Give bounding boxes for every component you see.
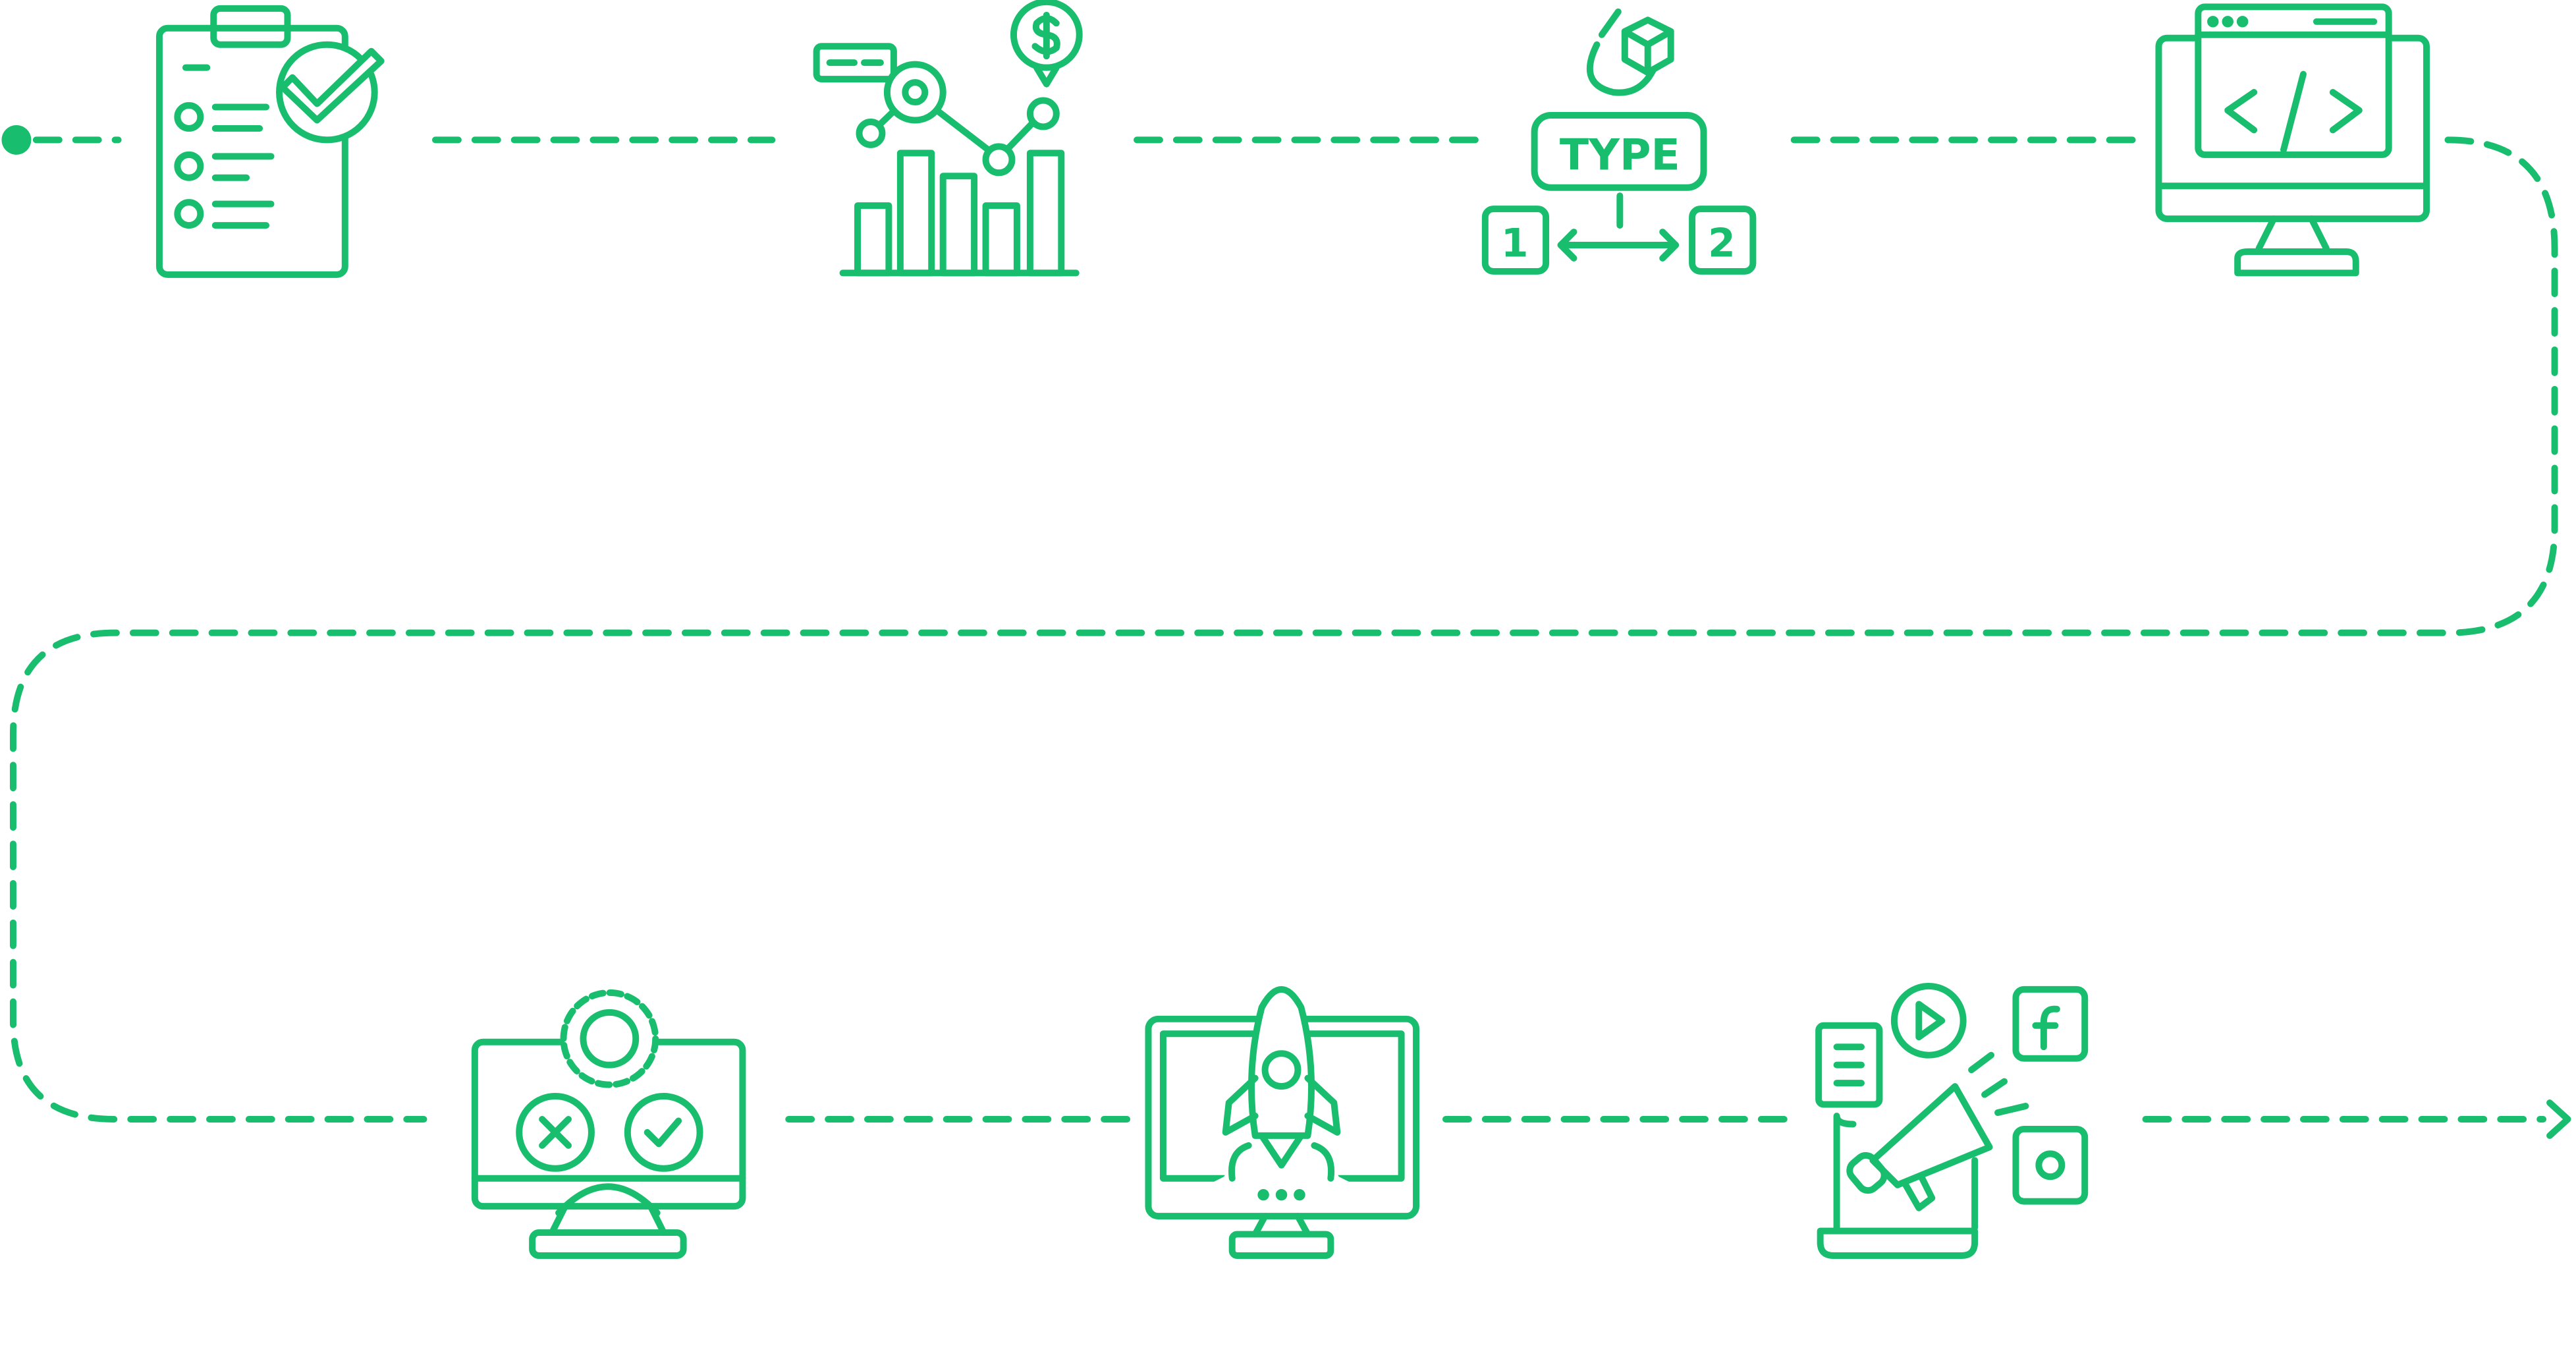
flow-end-arrow-icon [2546,1099,2571,1139]
type-label: TYPE [1560,130,1680,180]
type-number-right: 2 [1708,220,1736,266]
digital-marketing-icon [1815,982,2089,1259]
type-diagram-icon: TYPE 1 2 [1481,8,1757,275]
flow-start-dot [1,125,32,155]
rocket-launch-icon [1145,986,1420,1259]
code-monitor-icon [2155,3,2430,277]
flow-path [9,136,2558,1123]
monitor-settings-icon [471,989,746,1259]
type-number-left: 1 [1501,220,1529,266]
clipboard-checklist-icon [155,5,385,278]
analytics-chart-icon [813,0,1083,277]
